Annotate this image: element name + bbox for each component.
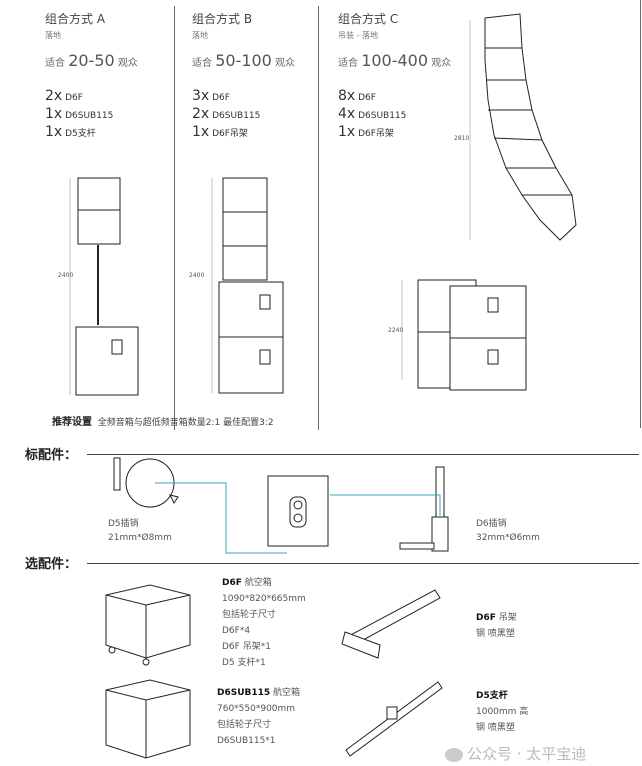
qty: 1x — [192, 124, 210, 140]
item-name: D6F — [65, 93, 83, 103]
d5-pole-info: D5支杆 1000mm 高 钢 喷黑塑 — [476, 688, 528, 736]
config-b: 组合方式 B 落地 适合 50-100 观众 3x D6F 2x D6SUB11… — [192, 10, 295, 142]
item-name: D6F吊架 — [358, 129, 394, 139]
fit-prefix: 适合 — [338, 58, 358, 69]
sub-case-info: D6SUB115 航空箱 760*550*900mm 包括轮子尺寸 D6SUB1… — [217, 685, 300, 749]
pole-title: D5支杆 — [476, 691, 508, 701]
d6f-case-info: D6F 航空箱 1090*820*665mm 包括轮子尺寸 D6F*4 D6F … — [222, 575, 306, 671]
case-line: 1090*820*665mm — [222, 594, 306, 604]
d6f-frame-info: D6F 吊架 钢 喷黑塑 — [476, 610, 517, 642]
optional-accessory-drawings — [105, 584, 443, 759]
speaker-back-drawing — [267, 475, 329, 547]
config-a: 组合方式 A 落地 适合 20-50 观众 2x D6F 1x D6SUB115… — [45, 10, 138, 142]
divider — [174, 6, 175, 430]
divider — [87, 563, 639, 564]
accessory-size: 21mm*Ø8mm — [108, 533, 172, 543]
config-title: 组合方式 A — [45, 12, 106, 26]
accessory-name: D5插销 — [108, 519, 139, 529]
watermark-text: 公众号 · 太平宝迪 — [467, 745, 587, 763]
qty: 2x — [192, 106, 210, 122]
recommend-label: 推荐设置 — [52, 417, 92, 428]
qty: 4x — [338, 106, 356, 122]
optional-heading: 选配件： — [25, 557, 78, 572]
audience: 50-100 — [215, 51, 272, 70]
case-line: 760*550*900mm — [217, 704, 296, 714]
sub-case-drawing — [105, 679, 191, 759]
item-name: D5支杆 — [65, 129, 96, 139]
config-title: 组合方式 C — [338, 12, 399, 26]
item-name: D6SUB115 — [65, 111, 114, 121]
connector-line — [155, 482, 287, 554]
case-title-suffix: 航空箱 — [244, 578, 272, 588]
height-dimension: 2810 — [454, 135, 470, 142]
divider — [87, 454, 639, 455]
d6f-case-drawing — [105, 584, 191, 666]
item-name: D6SUB115 — [358, 111, 407, 121]
frame-line: 钢 喷黑塑 — [476, 629, 515, 639]
height-dimension: 2400 — [58, 272, 74, 279]
audience: 100-400 — [361, 51, 429, 70]
qty: 1x — [45, 106, 63, 122]
recommendation: 推荐设置 全频音箱与超低频音箱数量2:1 最佳配置3:2 — [52, 413, 274, 428]
case-line: 包括轮子尺寸 — [217, 720, 272, 730]
mount-type: 落地 — [45, 31, 61, 40]
config-title: 组合方式 B — [192, 12, 253, 26]
divider — [318, 6, 319, 430]
d6-pin-label: D6插销 32mm*Ø6mm — [476, 517, 540, 545]
config-b-drawing — [211, 177, 284, 394]
qty: 8x — [338, 88, 356, 104]
d6-pin-drawing — [399, 466, 449, 552]
qty: 2x — [45, 88, 63, 104]
fit-suffix: 观众 — [431, 58, 452, 69]
case-line: D6F 吊架*1 — [222, 642, 271, 652]
case-title: D6SUB115 — [217, 688, 271, 698]
frame-title: D6F — [476, 613, 496, 623]
watermark: 公众号 · 太平宝迪 — [445, 745, 586, 763]
recommend-text: 全频音箱与超低频音箱数量2:1 最佳配置3:2 — [97, 418, 274, 428]
config-a-drawing — [69, 177, 139, 396]
case-title: D6F — [222, 578, 242, 588]
wechat-icon — [445, 747, 463, 762]
mount-type: 落地 — [192, 31, 208, 40]
item-name: D6F吊架 — [212, 129, 248, 139]
accessory-name: D6插销 — [476, 519, 507, 529]
fit-suffix: 观众 — [117, 58, 138, 69]
fit-prefix: 适合 — [192, 58, 212, 69]
standard-heading: 标配件： — [25, 448, 78, 463]
qty: 3x — [192, 88, 210, 104]
accessory-size: 32mm*Ø6mm — [476, 533, 540, 543]
qty: 1x — [338, 124, 356, 140]
qty: 1x — [45, 124, 63, 140]
case-line: D6SUB115*1 — [217, 736, 276, 746]
pole-line: 钢 喷黑塑 — [476, 723, 515, 733]
connector-line — [330, 494, 441, 517]
d5-pin-label: D5插销 21mm*Ø8mm — [108, 517, 172, 545]
config-c: 组合方式 C 吊装 - 落地 适合 100-400 观众 8x D6F 4x D… — [338, 10, 451, 142]
case-line: D5 支杆*1 — [222, 658, 266, 668]
config-c-drawing — [401, 13, 577, 391]
case-line: 包括轮子尺寸 — [222, 610, 277, 620]
case-title-suffix: 航空箱 — [273, 688, 301, 698]
fit-prefix: 适合 — [45, 58, 65, 69]
mount-type: 吊装 - 落地 — [338, 31, 378, 40]
item-name: D6F — [358, 93, 376, 103]
d6f-frame-drawing — [341, 589, 441, 659]
pole-line: 1000mm 高 — [476, 707, 529, 717]
d5-pole-drawing — [345, 681, 443, 757]
case-line: D6F*4 — [222, 626, 251, 636]
item-name: D6F — [212, 93, 230, 103]
item-name: D6SUB115 — [212, 111, 261, 121]
fit-suffix: 观众 — [275, 58, 296, 69]
standard-accessory-drawings — [113, 457, 449, 554]
height-dimension: 2240 — [388, 327, 404, 334]
speaker-illustrations — [69, 13, 577, 396]
frame-title-suffix: 吊架 — [498, 613, 517, 623]
audience: 20-50 — [68, 51, 115, 70]
height-dimension: 2400 — [189, 272, 205, 279]
divider — [640, 0, 641, 428]
